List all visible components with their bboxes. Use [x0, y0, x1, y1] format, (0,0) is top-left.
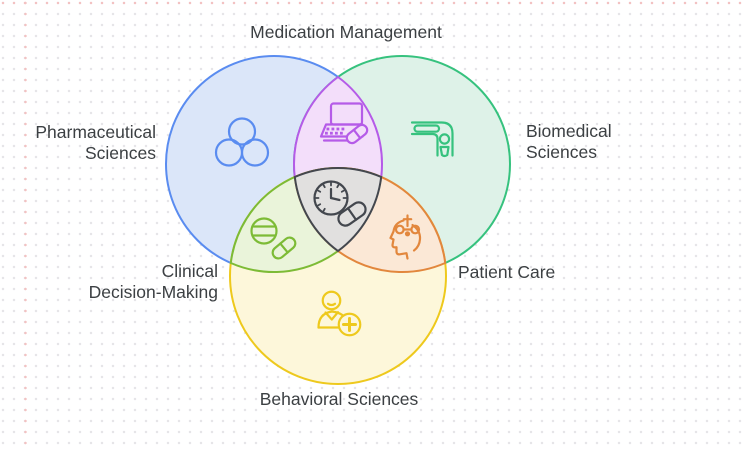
- clock-ticks: [314, 181, 348, 213]
- label-line: Sciences: [84, 143, 156, 163]
- capsule: [345, 123, 369, 145]
- elbow-joint-icon: [410, 121, 454, 158]
- label-line: Biomedical: [526, 121, 612, 141]
- label-line: Pharmaceutical: [35, 122, 156, 142]
- dot-grid-accent-row: [0, 0, 742, 11]
- person-plus-icon: [317, 290, 362, 337]
- label-biomedical-sciences: Biomedical Sciences: [526, 121, 696, 163]
- label-line: Decision-Making: [88, 282, 218, 302]
- clock-pill-icon: [313, 180, 367, 227]
- head-decision-icon: [389, 214, 422, 260]
- label-line: Clinical: [161, 261, 218, 281]
- laptop-pill-icon: [319, 102, 369, 145]
- label-clinical-decision-making: Clinical Decision-Making: [38, 261, 218, 303]
- plus-badge: [337, 312, 362, 337]
- label-medication-management: Medication Management: [250, 22, 442, 42]
- laptop-keys: [325, 127, 345, 135]
- label-pharmaceutical-sciences: Pharmaceutical Sciences: [0, 122, 156, 164]
- molecule-circles-icon: [214, 117, 270, 167]
- tablet-capsule-icon: [250, 217, 297, 260]
- label-line: Sciences: [526, 142, 598, 162]
- label-behavioral-sciences: Behavioral Sciences: [259, 389, 419, 409]
- label-patient-care: Patient Care: [458, 262, 556, 282]
- dot-grid-accent-column: [19, 0, 31, 451]
- capsule: [337, 201, 367, 227]
- capsule: [271, 236, 297, 260]
